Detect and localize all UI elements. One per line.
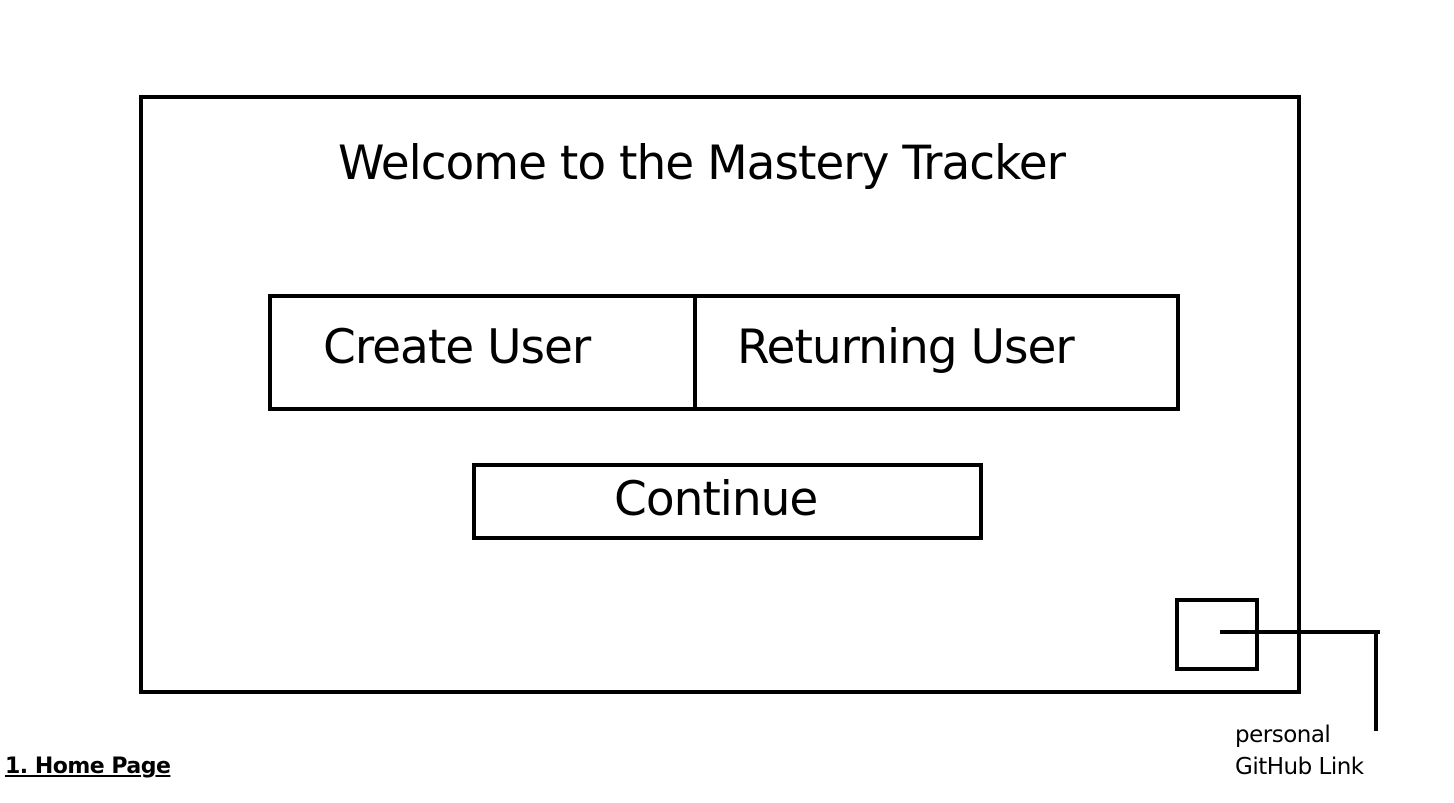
annotation-line-2: GitHub Link <box>1235 754 1364 780</box>
page-caption: 1. Home Page <box>5 754 171 779</box>
github-link-annotation: personal GitHub Link <box>1235 719 1364 783</box>
create-user-label: Create User <box>323 320 591 375</box>
create-user-button[interactable]: Create User <box>272 298 697 407</box>
continue-label: Continue <box>614 472 818 527</box>
returning-user-label: Returning User <box>737 320 1075 375</box>
home-page-frame <box>139 95 1301 694</box>
user-choice-group: Create User Returning User <box>268 294 1180 411</box>
page-title: Welcome to the Mastery Tracker <box>338 136 1066 191</box>
annotation-line-1: personal <box>1235 722 1331 748</box>
returning-user-button[interactable]: Returning User <box>697 298 1176 407</box>
github-link-icon[interactable] <box>1175 598 1259 671</box>
continue-button[interactable]: Continue <box>472 463 983 540</box>
